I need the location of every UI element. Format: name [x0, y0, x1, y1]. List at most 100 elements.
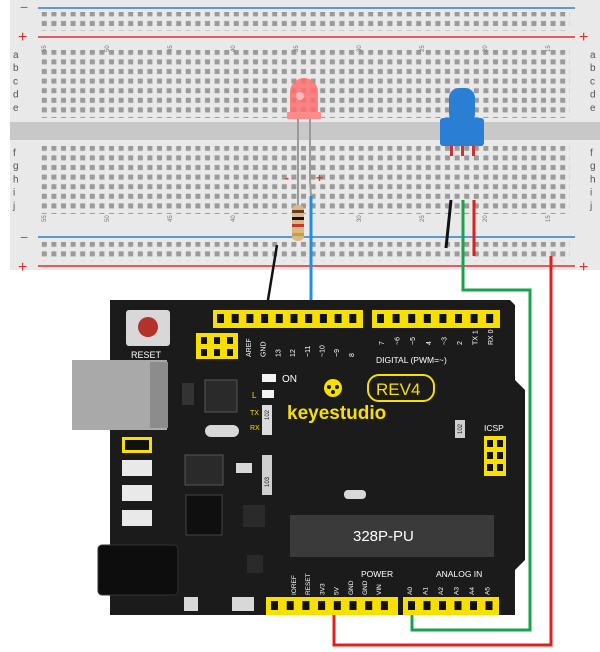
usb-chip-smd: [182, 383, 194, 405]
sensor-top: [449, 88, 475, 124]
digital-pin-label: ~9: [334, 349, 341, 357]
digital-pin-label: ~11: [305, 346, 312, 357]
header-hole: [318, 601, 326, 610]
led-highlight: [296, 92, 304, 100]
analog-pin-label: A0: [407, 587, 414, 595]
resistor-band-2: [292, 217, 304, 220]
digital-pin-label: AREF: [246, 338, 253, 357]
ladybug-icon: [324, 379, 342, 397]
row-letter-left: i: [13, 188, 15, 199]
row-letter-left: c: [13, 76, 18, 87]
resistor-band-4: [292, 233, 304, 236]
usb-chip: [204, 379, 238, 413]
resistor-band-3: [292, 224, 304, 227]
header-hole: [486, 314, 494, 323]
column-number: 30: [357, 45, 363, 52]
column-number: 15: [546, 45, 552, 52]
header-hole: [231, 314, 239, 323]
power-pin-label: GND: [348, 580, 355, 595]
header-hole: [439, 601, 446, 610]
keyestudio-logo: keyestudio: [287, 379, 386, 424]
atmega-chip: [290, 515, 494, 557]
bottom-smd-2: [184, 597, 198, 611]
power-jack: [97, 544, 179, 596]
header-hole: [423, 314, 431, 323]
header-hole: [408, 601, 415, 610]
blue-sensor: [440, 88, 484, 156]
led-anode-leg: [309, 119, 312, 197]
power-label: POWER: [361, 569, 393, 579]
resistor-code-1: 102: [265, 409, 271, 420]
led-plus-label: +: [316, 171, 323, 185]
power-pin-label: RESET: [305, 573, 312, 595]
icsp2-hole-2: [214, 337, 220, 344]
reset-button-cap[interactable]: [138, 317, 158, 337]
resistor-array: [262, 455, 272, 495]
row-letter-left: f: [13, 148, 16, 159]
resistor-code-2: 103: [265, 476, 271, 487]
capacitor-3: [122, 510, 152, 526]
row-letter-right: g: [590, 161, 596, 172]
sensor-pin-2: [461, 146, 464, 156]
digital-pin-label: 2: [457, 341, 464, 345]
header-hole: [470, 314, 478, 323]
header-hole: [334, 314, 342, 323]
column-number: 55: [42, 215, 48, 222]
capacitor-2: [122, 485, 152, 501]
icsp2-hole-1: [201, 337, 207, 344]
icsp2-hole-6: [227, 349, 233, 356]
header-hole: [275, 314, 283, 323]
digital-label: DIGITAL (PWM=~): [376, 355, 447, 365]
row-letter-right: i: [590, 188, 592, 199]
header-hole: [217, 314, 224, 323]
resistor-code-3: 102: [458, 423, 464, 434]
sensor-pin-3: [472, 146, 475, 156]
digital-pin-label: 4: [426, 341, 433, 345]
row-letter-right: d: [590, 90, 596, 101]
column-number: 25: [420, 215, 426, 222]
bottom-smd-1: [232, 597, 254, 611]
header-hole: [349, 601, 357, 610]
column-number: 40: [231, 215, 237, 222]
header-hole: [286, 601, 294, 610]
power-pin-label: GND: [362, 580, 369, 595]
wire-black-sensor-gnd: [444, 199, 453, 249]
digital-pin-label: RX 0: [488, 329, 495, 345]
smd-component: [236, 463, 252, 473]
rail-minus-bottom-left: −: [20, 229, 28, 245]
ladybug-spot-1: [327, 385, 331, 389]
header-hole: [290, 314, 298, 323]
column-number: 30: [357, 215, 363, 222]
rail-plus-top-left: +: [18, 29, 27, 46]
ladybug-spot-3: [331, 390, 335, 394]
header-hole: [454, 601, 462, 610]
rev-label: REV4: [376, 380, 420, 399]
icsp-hole-3: [487, 452, 493, 459]
row-letter-right: f: [590, 148, 593, 159]
column-number: 40: [231, 45, 237, 52]
header-hole: [423, 601, 431, 610]
power-pin-label: 3V3: [319, 583, 326, 595]
icsp-hole-1: [487, 440, 493, 447]
power-header: [266, 597, 398, 615]
wire-green-a0: [410, 200, 532, 632]
wire-red-5v: [332, 256, 553, 647]
led-l-smd: [262, 390, 274, 398]
column-number: 20: [483, 215, 489, 222]
digital-pin-label: 13: [275, 349, 282, 357]
bottom-terminal-holes: [40, 146, 570, 214]
rail-plus-bottom-right: +: [579, 259, 588, 276]
analog-label: ANALOG IN: [436, 569, 482, 579]
column-number: 20: [483, 45, 489, 52]
header-hole: [349, 314, 357, 323]
rev-badge: [367, 374, 435, 402]
column-number: 25: [420, 45, 426, 52]
digital-header-right: [372, 310, 500, 328]
